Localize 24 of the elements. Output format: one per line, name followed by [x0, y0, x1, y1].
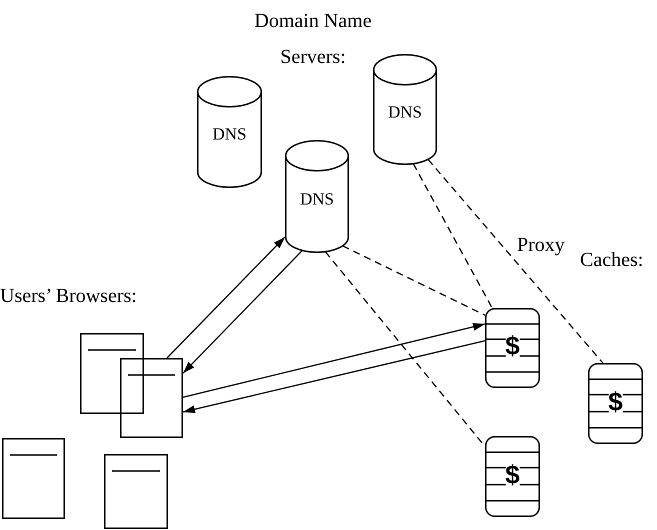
- document-page: [80, 333, 144, 414]
- arrow: [182, 250, 303, 374]
- document-page: [2, 438, 65, 519]
- node-label: DNS: [388, 103, 422, 122]
- dashed-line: [342, 245, 486, 316]
- server-cylinder: [373, 54, 437, 165]
- cache-stack: [588, 363, 643, 444]
- group-label: Proxy: [517, 234, 565, 256]
- server-cylinder: [285, 140, 349, 253]
- cache-stack: [485, 436, 540, 517]
- node-label: DNS: [300, 190, 334, 210]
- document-page: [120, 358, 183, 438]
- node-label: DNS: [212, 126, 246, 145]
- arrow: [182, 322, 486, 398]
- arrow: [166, 236, 286, 358]
- server-cylinder: [197, 76, 262, 188]
- dashed-line: [412, 163, 493, 308]
- group-label: Domain Name Servers:: [254, 9, 372, 70]
- cache-stack: [485, 308, 540, 388]
- dashed-line: [428, 158, 604, 364]
- group-label: Caches:: [580, 249, 644, 271]
- arrow: [182, 340, 486, 414]
- document-page: [104, 454, 168, 529]
- group-label: Users’ Browsers:: [0, 285, 137, 307]
